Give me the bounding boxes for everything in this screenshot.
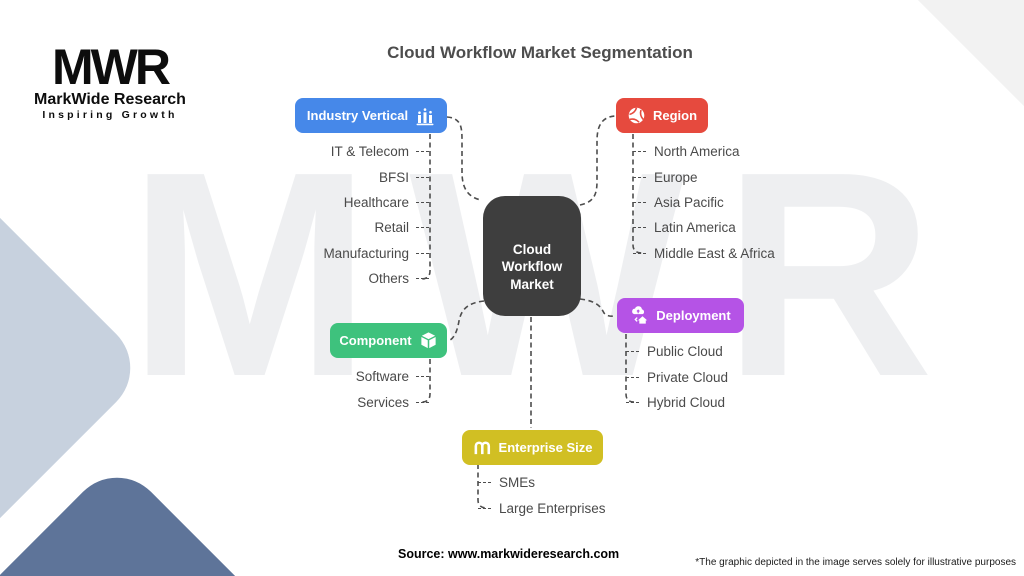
bar-chart-icon <box>415 106 435 126</box>
segment-item-label: Software <box>355 369 409 385</box>
logo-acronym: MWR <box>52 39 171 95</box>
logo-name: MarkWide Research <box>34 91 186 108</box>
segment-item: Software <box>150 364 429 389</box>
connector-dash <box>626 401 639 403</box>
branch-label-region: Region <box>652 108 698 123</box>
branch-pill-deployment: Deployment <box>617 298 744 333</box>
segment-item-label: Public Cloud <box>647 344 723 360</box>
connector-dash <box>633 151 646 153</box>
connector-dash <box>478 507 491 509</box>
segment-item: Hybrid Cloud <box>626 390 728 415</box>
branch-pill-component: Component <box>330 323 447 358</box>
segment-item-label: Europe <box>654 169 698 185</box>
segment-item: Others <box>150 266 429 291</box>
segment-item-label: SMEs <box>499 475 536 491</box>
connector-dash <box>416 151 429 153</box>
segment-item: Latin America <box>633 215 775 240</box>
page-title: Cloud Workflow Market Segmentation <box>387 43 693 62</box>
cloud-deploy-icon <box>630 306 649 325</box>
cube-icon <box>419 331 438 350</box>
connector-dash <box>633 227 646 229</box>
branch-label-industry-vertical: Industry Vertical <box>306 108 409 123</box>
markwide-research-logo: MWR MarkWide Research Inspiring Growth <box>30 36 190 133</box>
segment-item: SMEs <box>478 470 606 495</box>
logo-tagline: Inspiring Growth <box>42 109 177 121</box>
segment-item: BFSI <box>150 164 429 189</box>
segment-item-label: Asia Pacific <box>654 194 724 210</box>
center-node-cloud-workflow-market: Cloud Workflow Market <box>483 196 581 316</box>
component-items: Software Services <box>150 364 429 415</box>
segment-item-label: IT & Telecom <box>330 144 409 160</box>
branch-pill-region: Region <box>616 98 708 133</box>
deployment-items: Public Cloud Private Cloud Hybrid Cloud <box>626 339 728 415</box>
segment-item: Europe <box>633 164 775 189</box>
center-node-line: Cloud <box>512 241 552 257</box>
segment-item-label: Middle East & Africa <box>654 245 775 261</box>
globe-icon <box>627 106 646 125</box>
connector-dash <box>416 401 429 403</box>
industry-vertical-items: IT & Telecom BFSI Healthcare Retail Manu… <box>150 139 429 291</box>
connector-dash <box>626 376 639 378</box>
segment-item-label: Large Enterprises <box>499 500 606 516</box>
segment-item: Middle East & Africa <box>633 241 775 266</box>
connector-dash <box>416 201 429 203</box>
segment-item-label: Latin America <box>654 220 736 236</box>
connector-center-to-component <box>447 300 485 342</box>
segment-item: Large Enterprises <box>478 495 606 520</box>
disclaimer-text: *The graphic depicted in the image serve… <box>695 557 1016 568</box>
branch-label-component: Component <box>339 333 412 348</box>
segment-item: Public Cloud <box>626 339 728 364</box>
connector-dash <box>416 376 429 378</box>
region-items: North America Europe Asia Pacific Latin … <box>633 139 775 266</box>
segment-item: Services <box>150 389 429 414</box>
connector-dash <box>633 176 646 178</box>
connector-deployment-list <box>625 334 635 403</box>
segment-item: Private Cloud <box>626 364 728 389</box>
segment-item: Healthcare <box>150 190 429 215</box>
enterprise-size-items: SMEs Large Enterprises <box>478 470 606 521</box>
segment-item: Asia Pacific <box>633 190 775 215</box>
connector-dash <box>633 201 646 203</box>
branch-pill-enterprise-size: Enterprise Size <box>462 430 603 465</box>
connector-dash <box>478 482 491 484</box>
segment-item: Manufacturing <box>150 241 429 266</box>
center-node-line: Workflow <box>501 259 563 275</box>
segment-item: IT & Telecom <box>150 139 429 164</box>
connector-dash <box>416 227 429 229</box>
segment-item-label: Hybrid Cloud <box>647 394 726 410</box>
connector-center-to-deployment <box>579 298 617 317</box>
segment-item: Retail <box>150 215 429 240</box>
branch-pill-industry-vertical: Industry Vertical <box>295 98 447 133</box>
logo-graphic: MWR MarkWide Research Inspiring Growth <box>34 39 186 121</box>
connector-enterprise-list <box>477 464 488 509</box>
connector-dash <box>633 252 646 254</box>
branch-label-deployment: Deployment <box>656 308 731 323</box>
segment-item-label: North America <box>654 144 740 160</box>
segment-item-label: Healthcare <box>343 194 409 210</box>
segment-item: North America <box>633 139 775 164</box>
branch-label-enterprise-size: Enterprise Size <box>498 440 593 455</box>
segment-item-label: Retail <box>374 220 409 236</box>
segment-item-label: Others <box>368 271 409 287</box>
connector-dash <box>416 278 429 280</box>
segment-item-label: Private Cloud <box>647 369 729 385</box>
source-text: Source: www.markwideresearch.com <box>398 547 620 561</box>
building-icon <box>473 438 492 457</box>
connector-dash <box>416 252 429 254</box>
segment-item-label: Services <box>357 394 409 410</box>
center-node-line: Market <box>510 276 554 292</box>
segment-item-label: Manufacturing <box>323 245 409 261</box>
connector-center-to-region <box>579 115 616 206</box>
connector-industry-to-center <box>446 116 482 201</box>
connector-dash <box>416 176 429 178</box>
segment-item-label: BFSI <box>378 169 409 185</box>
connector-dash <box>626 351 639 353</box>
